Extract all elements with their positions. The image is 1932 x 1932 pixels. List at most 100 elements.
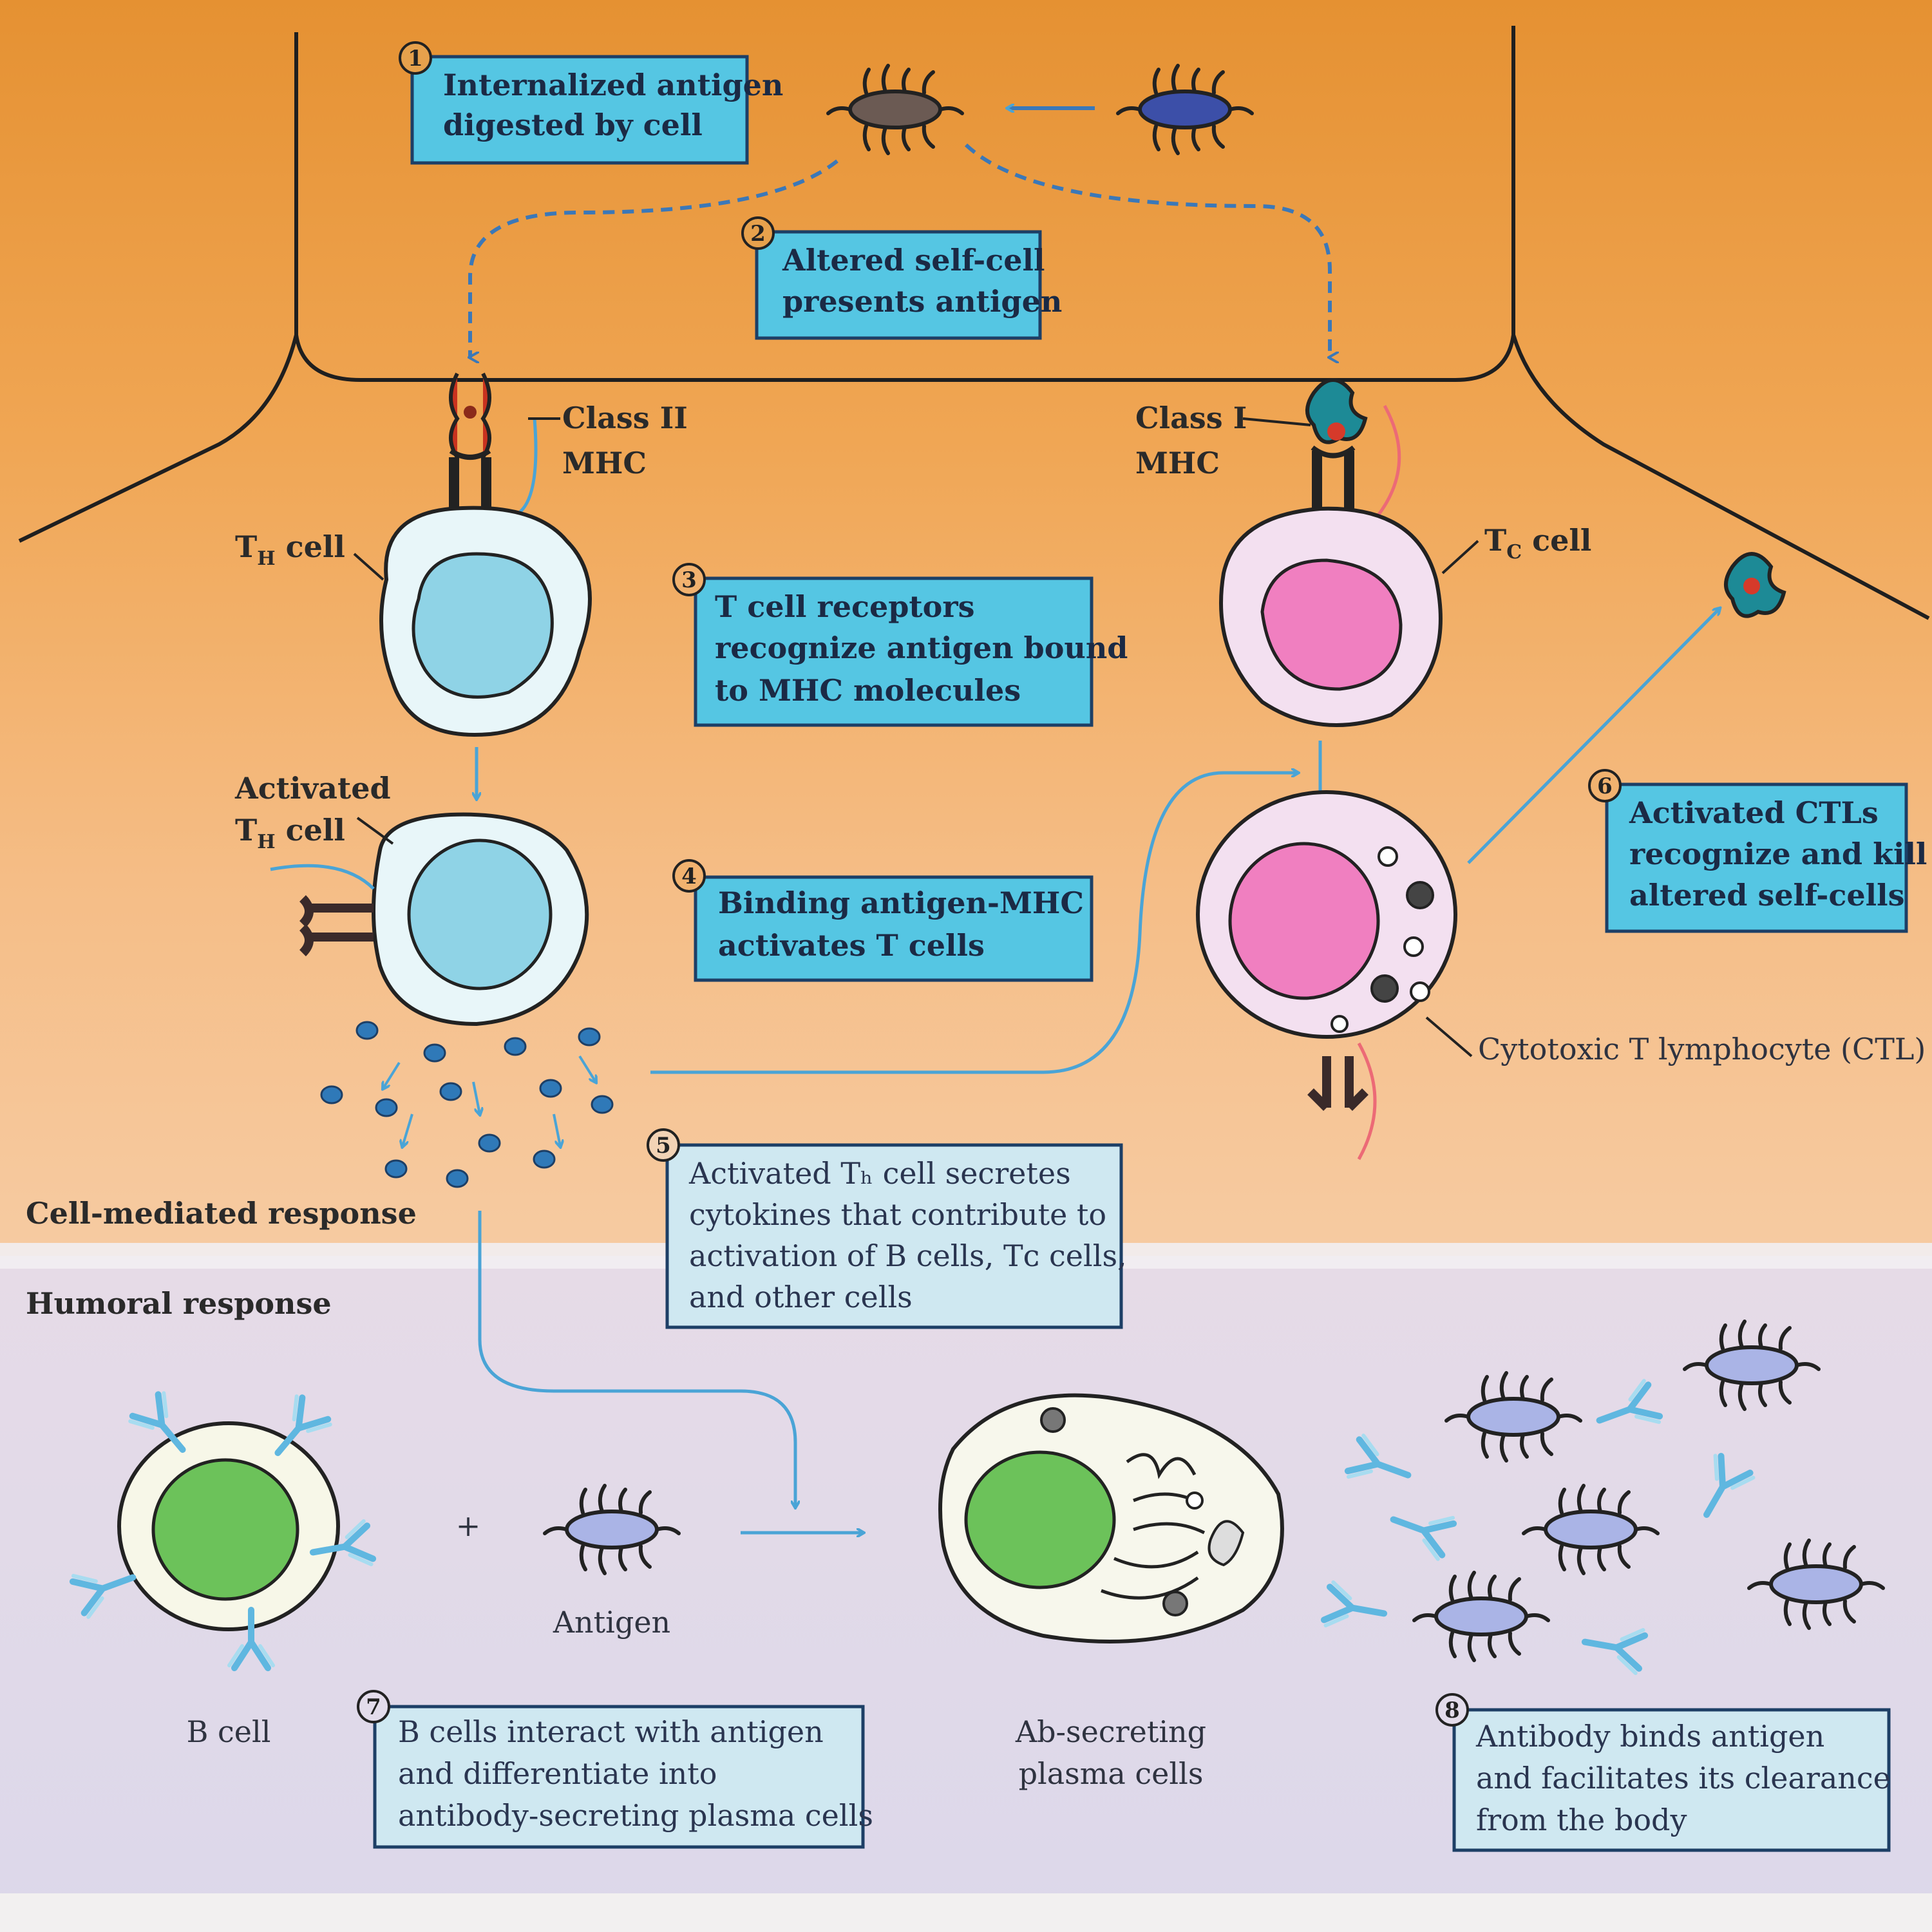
class1-mhc-label-2: MHC bbox=[1135, 446, 1220, 480]
cytokine-dot bbox=[375, 1098, 398, 1117]
cytokine-dot bbox=[533, 1150, 556, 1169]
cytokine-dot bbox=[504, 1037, 527, 1056]
step-4-number: 4 bbox=[681, 864, 697, 889]
plasma-cells-label-2: plasma cells bbox=[1019, 1756, 1204, 1791]
step-4: 4 Binding antigen-MHC activates T cells bbox=[672, 859, 1094, 982]
step-6-line-3: altered self-cells bbox=[1629, 878, 1904, 913]
step-7-line-3: antibody-secreting plasma cells bbox=[398, 1798, 873, 1833]
step-5-line-3: activation of B cells, Tᴄ cells, bbox=[689, 1238, 1127, 1273]
step-7: 7 B cells interact with antigen and diff… bbox=[357, 1690, 873, 1849]
step-2-line-1: Altered self-cell bbox=[782, 243, 1045, 278]
cytokine-dot bbox=[320, 1085, 343, 1104]
b-cell-label: B cell bbox=[187, 1714, 271, 1749]
cell-boundary-left bbox=[18, 334, 298, 543]
presentation-path-class1 bbox=[964, 143, 1330, 357]
step-5-line-2: cytokines that contribute to bbox=[689, 1197, 1106, 1232]
step-6-line-1: Activated CTLs bbox=[1629, 795, 1879, 830]
step-8-badge bbox=[1435, 1693, 1469, 1727]
step-2: 2 Altered self-cell presents antigen bbox=[741, 216, 1062, 340]
step-3-number: 3 bbox=[681, 567, 697, 593]
step-8-box bbox=[1452, 1708, 1891, 1852]
cytokine-dot bbox=[591, 1095, 614, 1114]
step-5-line-4: and other cells bbox=[689, 1280, 913, 1314]
cytokine-to-bcell-arrow bbox=[478, 1211, 795, 1507]
activated-th-cell bbox=[270, 812, 589, 1027]
bottom-margin bbox=[0, 1893, 1932, 1932]
activated-th-label-1: Activated bbox=[234, 771, 391, 806]
cytokine-dot bbox=[384, 1159, 408, 1179]
step-5-box bbox=[665, 1143, 1123, 1329]
step-7-box bbox=[373, 1705, 865, 1849]
tc-cell-label: TC cell bbox=[1484, 523, 1591, 564]
step-6-line-2: recognize and kill bbox=[1629, 837, 1927, 871]
step-7-number: 7 bbox=[366, 1694, 381, 1720]
altered-self-cell-mhc bbox=[1724, 552, 1786, 618]
step-7-line-1: B cells interact with antigen bbox=[398, 1714, 824, 1749]
th-cell-leader bbox=[353, 553, 384, 581]
plasma-cells-label-1: Ab-secreting bbox=[1015, 1714, 1206, 1749]
cytokine-dot bbox=[423, 1043, 446, 1063]
step-8: 8 Antibody binds antigen and facilitates… bbox=[1435, 1693, 1891, 1852]
class1-mhc-complex bbox=[1242, 378, 1401, 516]
cytokine-dot bbox=[355, 1021, 379, 1040]
step-5-badge bbox=[647, 1128, 680, 1162]
cytokine-to-ctl-arrow bbox=[650, 773, 1298, 1074]
ctl-leader bbox=[1425, 1016, 1473, 1057]
b-cell bbox=[71, 1391, 374, 1668]
ctl-label: Cytotoxic T lymphocyte (CTL) bbox=[1478, 1032, 1926, 1066]
step-6: 6 Activated CTLs recognize and kill alte… bbox=[1588, 769, 1927, 933]
th-cell-label: TH cell bbox=[235, 529, 345, 570]
activated-th-leader bbox=[356, 817, 394, 845]
cytokine-arrow bbox=[472, 1081, 480, 1114]
step-2-line-2: presents antigen bbox=[782, 284, 1062, 319]
step-1-badge bbox=[399, 41, 432, 75]
step-1-line-2: digested by cell bbox=[443, 108, 703, 142]
step-2-number: 2 bbox=[750, 221, 766, 247]
step-2-box bbox=[755, 230, 1042, 340]
step-3-line-1: T cell receptors bbox=[715, 589, 975, 624]
tc-cell bbox=[1219, 506, 1443, 727]
ctl-cell bbox=[1196, 790, 1457, 1160]
step-8-number: 8 bbox=[1444, 1698, 1460, 1723]
step-1-line-1: Internalized antigen bbox=[443, 68, 783, 102]
step-6-number: 6 bbox=[1597, 773, 1613, 799]
cytokine-arrow bbox=[553, 1113, 560, 1146]
ctl-kill-arrow bbox=[1467, 609, 1719, 864]
humoral-label: Humoral response bbox=[26, 1286, 332, 1321]
plus-sign: + bbox=[456, 1508, 481, 1543]
step-5-number: 5 bbox=[656, 1133, 671, 1159]
class2-mhc-label-1: Class II bbox=[562, 401, 688, 435]
cytokine-dot bbox=[478, 1133, 501, 1153]
step-7-line-2: and differentiate into bbox=[398, 1756, 717, 1791]
cytokine-dot bbox=[578, 1027, 601, 1046]
step-2-badge bbox=[741, 216, 775, 250]
tc-cell-leader bbox=[1441, 540, 1479, 574]
step-6-badge bbox=[1588, 769, 1622, 802]
cytokine-dot bbox=[446, 1169, 469, 1188]
step-1-number: 1 bbox=[408, 46, 423, 71]
step-6-box bbox=[1605, 782, 1908, 933]
plasma-cell bbox=[938, 1393, 1284, 1643]
cytokine-dot bbox=[539, 1079, 562, 1098]
cytokine-arrow bbox=[402, 1113, 413, 1146]
step-3-box bbox=[694, 576, 1094, 727]
step-1: 1 Internalized antigen digested by cell bbox=[399, 41, 783, 165]
step-4-badge bbox=[672, 859, 706, 893]
step-3-line-3: to MHC molecules bbox=[715, 673, 1021, 708]
step-5-line-1: Activated Tₕ cell secretes bbox=[688, 1156, 1071, 1191]
antigen-label: Antigen bbox=[553, 1605, 670, 1640]
step-3-badge bbox=[672, 563, 706, 596]
cell-mediated-label: Cell-mediated response bbox=[26, 1196, 417, 1231]
cytokine-arrow bbox=[578, 1055, 596, 1082]
cytokine-arrow bbox=[383, 1061, 401, 1088]
cell-boundary-right bbox=[1511, 334, 1930, 620]
step-8-line-1: Antibody binds antigen bbox=[1475, 1719, 1824, 1754]
class1-mhc-label-1: Class I bbox=[1135, 401, 1247, 435]
step-3: 3 T cell receptors recognize antigen bou… bbox=[672, 563, 1128, 727]
cytokine-dot bbox=[439, 1082, 462, 1101]
presentation-path-class2 bbox=[470, 159, 838, 357]
step-1-box bbox=[410, 55, 749, 165]
step-4-line-1: Binding antigen-MHC bbox=[718, 886, 1084, 920]
class2-mhc-label-2: MHC bbox=[562, 446, 647, 480]
step-8-line-2: and facilitates its clearance bbox=[1476, 1761, 1891, 1795]
